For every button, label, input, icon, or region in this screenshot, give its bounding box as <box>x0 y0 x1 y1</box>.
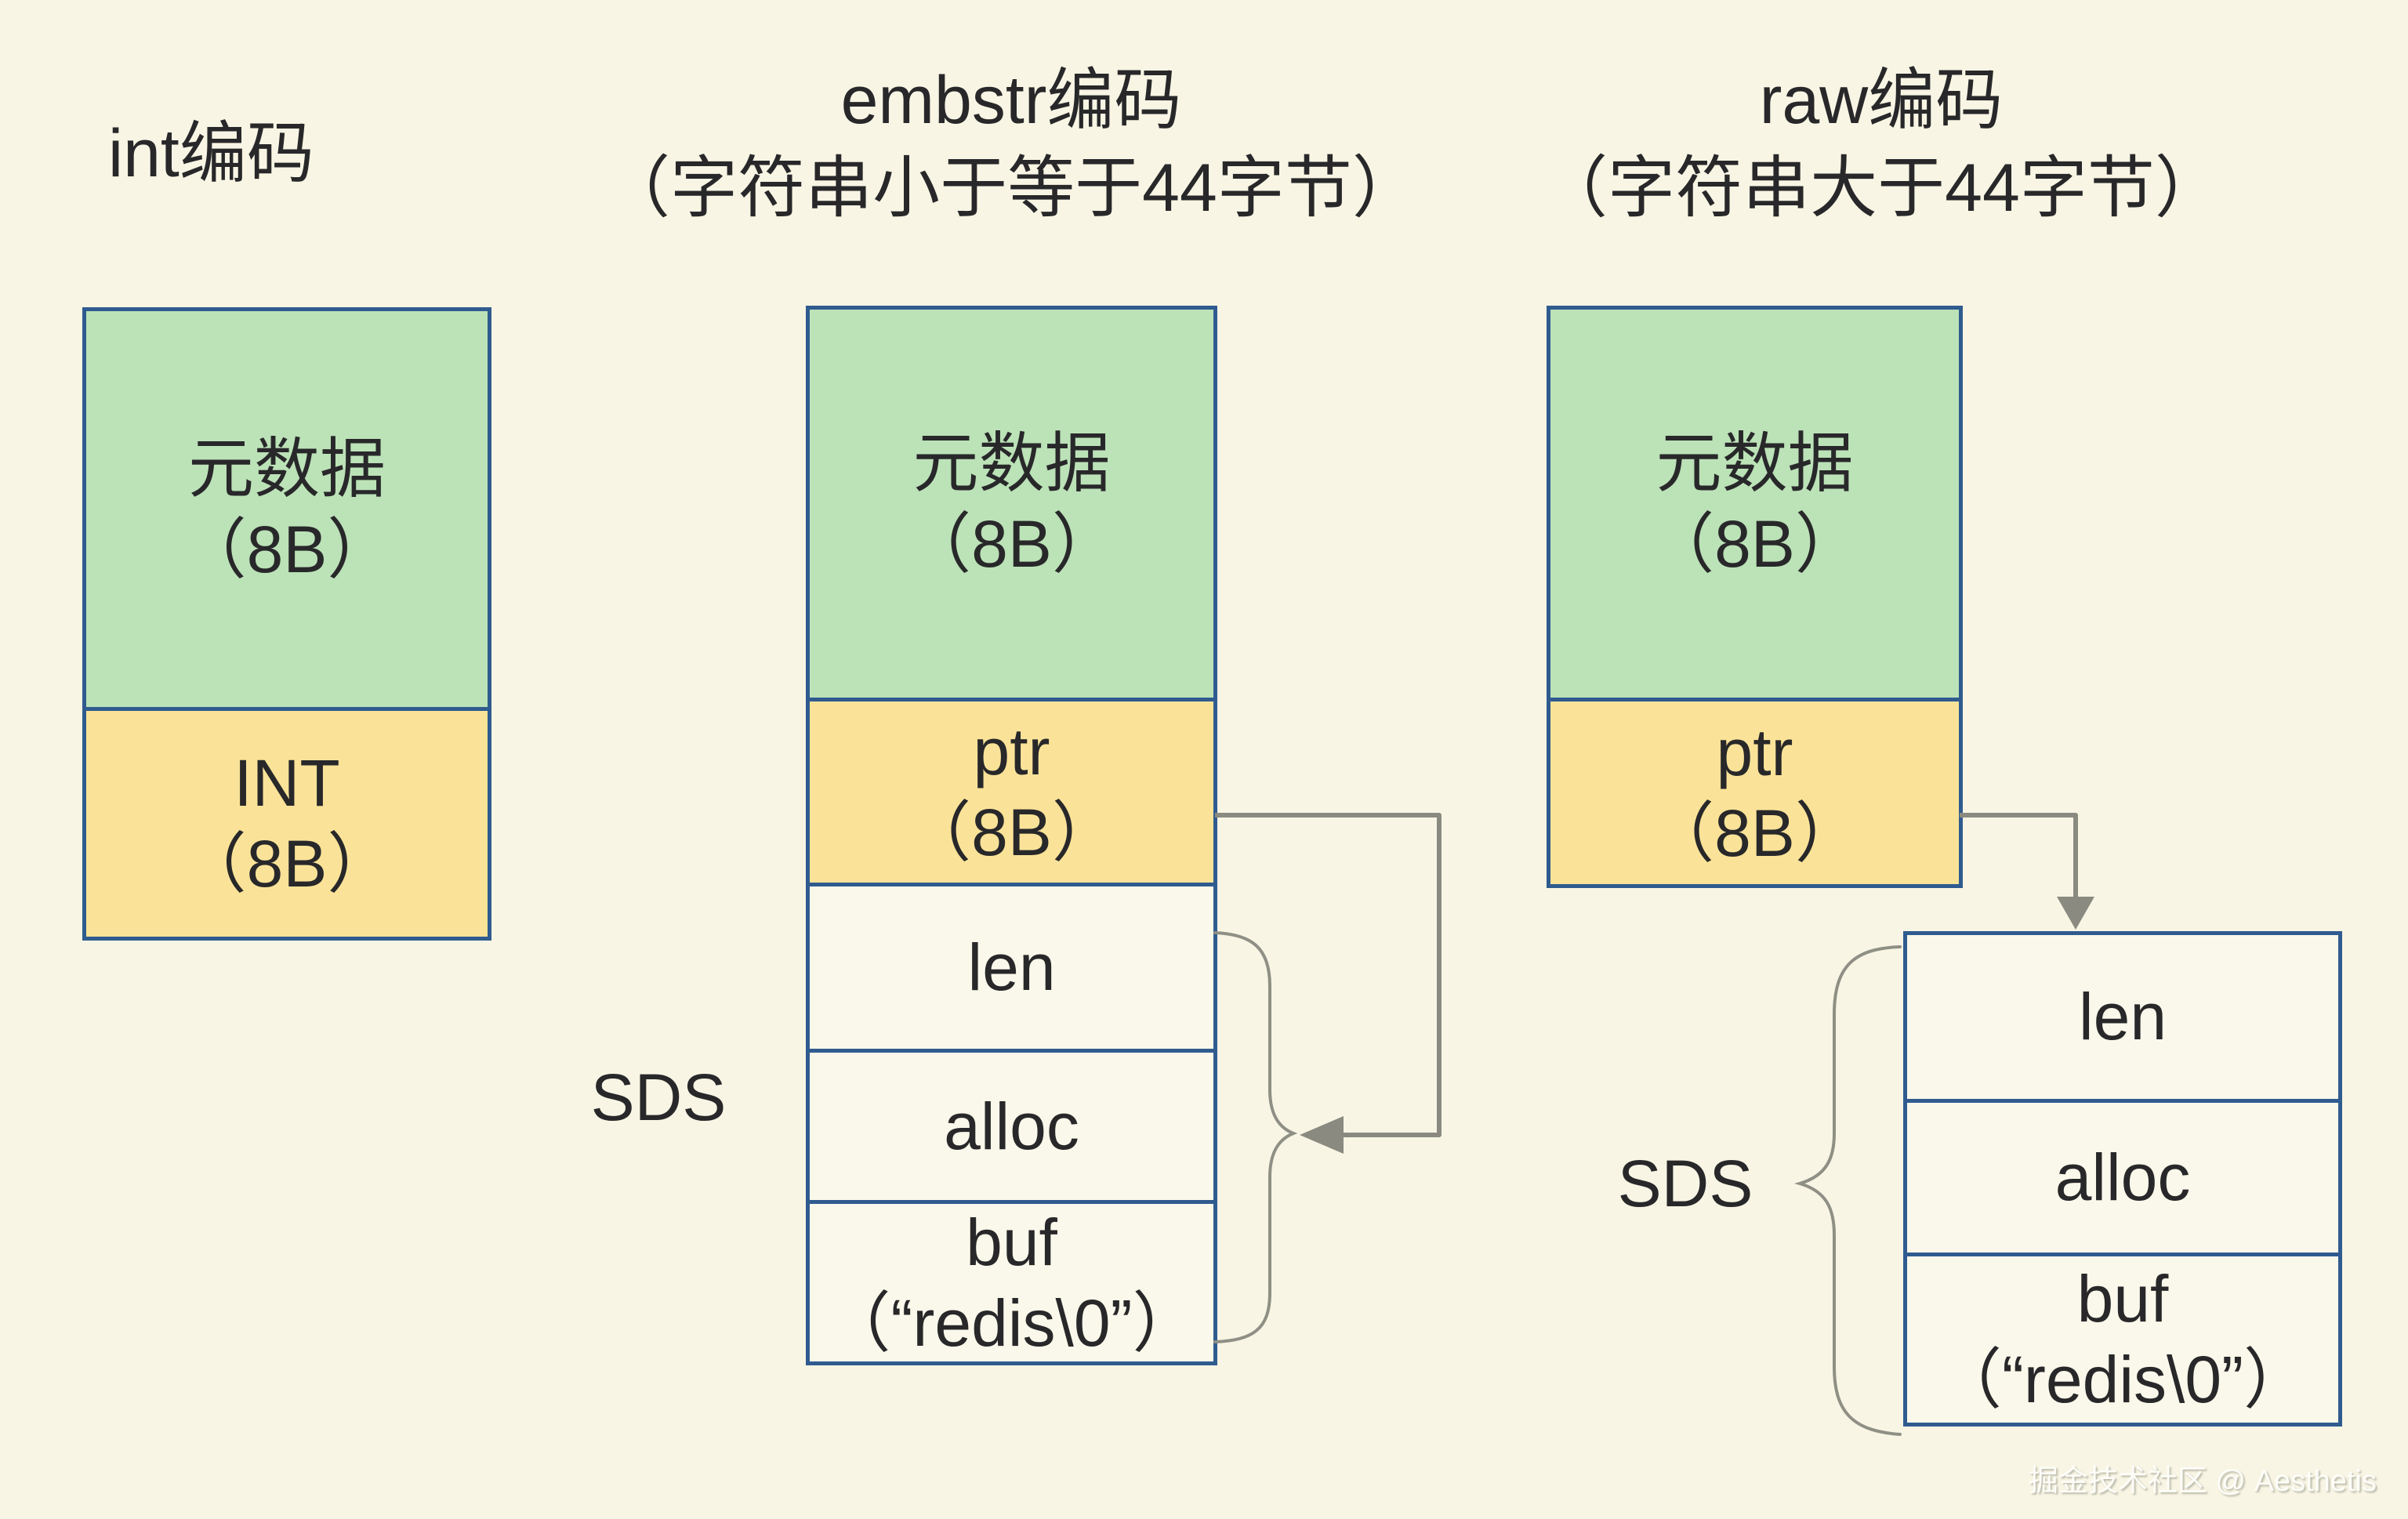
int-metadata-cell: 元数据 （8B） <box>86 311 488 707</box>
int-metadata-label: 元数据 <box>187 431 386 506</box>
raw-ptr-arrow-line <box>1960 813 2078 903</box>
embstr-len-cell: len <box>810 883 1213 1049</box>
raw-alloc-label: alloc <box>2054 1140 2191 1214</box>
title-raw-encoding: raw编码 （字符串大于44字节） <box>1505 56 2258 232</box>
title-raw-line2: （字符串大于44字节） <box>1540 150 2222 226</box>
raw-len-label: len <box>2078 980 2167 1053</box>
embstr-sds-label: SDS <box>549 1060 768 1136</box>
title-int-text: int编码 <box>108 116 314 191</box>
embstr-encoding-stack: 元数据 （8B） ptr （8B） len alloc buf （“redis\… <box>806 306 1217 1365</box>
raw-ptr-cell: ptr （8B） <box>1550 698 1959 884</box>
embstr-ptr-arrowhead-icon <box>1300 1116 1344 1154</box>
watermark-text: 掘金技术社区 @ Aesthetis <box>2029 1465 2377 1498</box>
embstr-metadata-label: 元数据 <box>912 426 1111 500</box>
raw-buf-label: buf <box>2076 1262 2169 1336</box>
embstr-sds-text: SDS <box>590 1060 727 1134</box>
int-encoding-stack: 元数据 （8B） INT （8B） <box>82 307 491 941</box>
raw-len-cell: len <box>1907 935 2338 1099</box>
raw-sds-text: SDS <box>1617 1147 1753 1220</box>
title-int-encoding: int编码 <box>108 110 314 198</box>
embstr-buf-cell: buf （“redis\0”） <box>810 1200 1213 1361</box>
raw-alloc-cell: alloc <box>1907 1099 2338 1253</box>
int-value-cell: INT （8B） <box>86 707 488 937</box>
raw-sds-brace <box>1793 945 1902 1436</box>
embstr-alloc-cell: alloc <box>810 1049 1213 1200</box>
embstr-buf-value: （“redis\0”） <box>825 1285 1199 1360</box>
raw-metadata-cell: 元数据 （8B） <box>1550 310 1959 698</box>
embstr-len-label: len <box>967 930 1056 1004</box>
raw-metadata-label: 元数据 <box>1656 426 1854 500</box>
embstr-metadata-cell: 元数据 （8B） <box>810 310 1213 698</box>
raw-buf-value: （“redis\0”） <box>1935 1343 2310 1416</box>
embstr-ptr-label: ptr <box>973 714 1050 789</box>
int-metadata-size: （8B） <box>180 512 393 586</box>
title-embstr-line2: （字符串小于等于44字节） <box>603 150 1420 226</box>
embstr-alloc-label: alloc <box>944 1089 1079 1163</box>
raw-buf-cell: buf （“redis\0”） <box>1907 1253 2338 1423</box>
embstr-ptr-arrow-line <box>1215 813 1442 1137</box>
int-value-label: INT <box>234 746 340 820</box>
embstr-metadata-size: （8B） <box>905 506 1118 581</box>
raw-ptr-label: ptr <box>1716 715 1793 789</box>
watermark: 掘金技术社区 @ Aesthetis <box>2029 1456 2377 1499</box>
title-raw-line1: raw编码 <box>1759 63 2004 138</box>
raw-encoding-stack: 元数据 （8B） ptr （8B） <box>1547 306 1963 888</box>
embstr-buf-label: buf <box>966 1205 1057 1279</box>
embstr-ptr-cell: ptr （8B） <box>810 698 1213 883</box>
raw-sds-stack: len alloc buf （“redis\0”） <box>1903 931 2342 1427</box>
int-value-size: （8B） <box>180 827 393 901</box>
title-embstr-encoding: embstr编码 （字符串小于等于44字节） <box>549 56 1474 232</box>
raw-ptr-arrowhead-icon <box>2057 897 2094 930</box>
embstr-sds-brace <box>1213 931 1298 1343</box>
raw-ptr-size: （8B） <box>1648 796 1861 870</box>
title-embstr-line1: embstr编码 <box>840 63 1182 138</box>
raw-sds-label: SDS <box>1576 1146 1795 1222</box>
embstr-ptr-size: （8B） <box>905 795 1118 869</box>
raw-metadata-size: （8B） <box>1648 506 1861 581</box>
